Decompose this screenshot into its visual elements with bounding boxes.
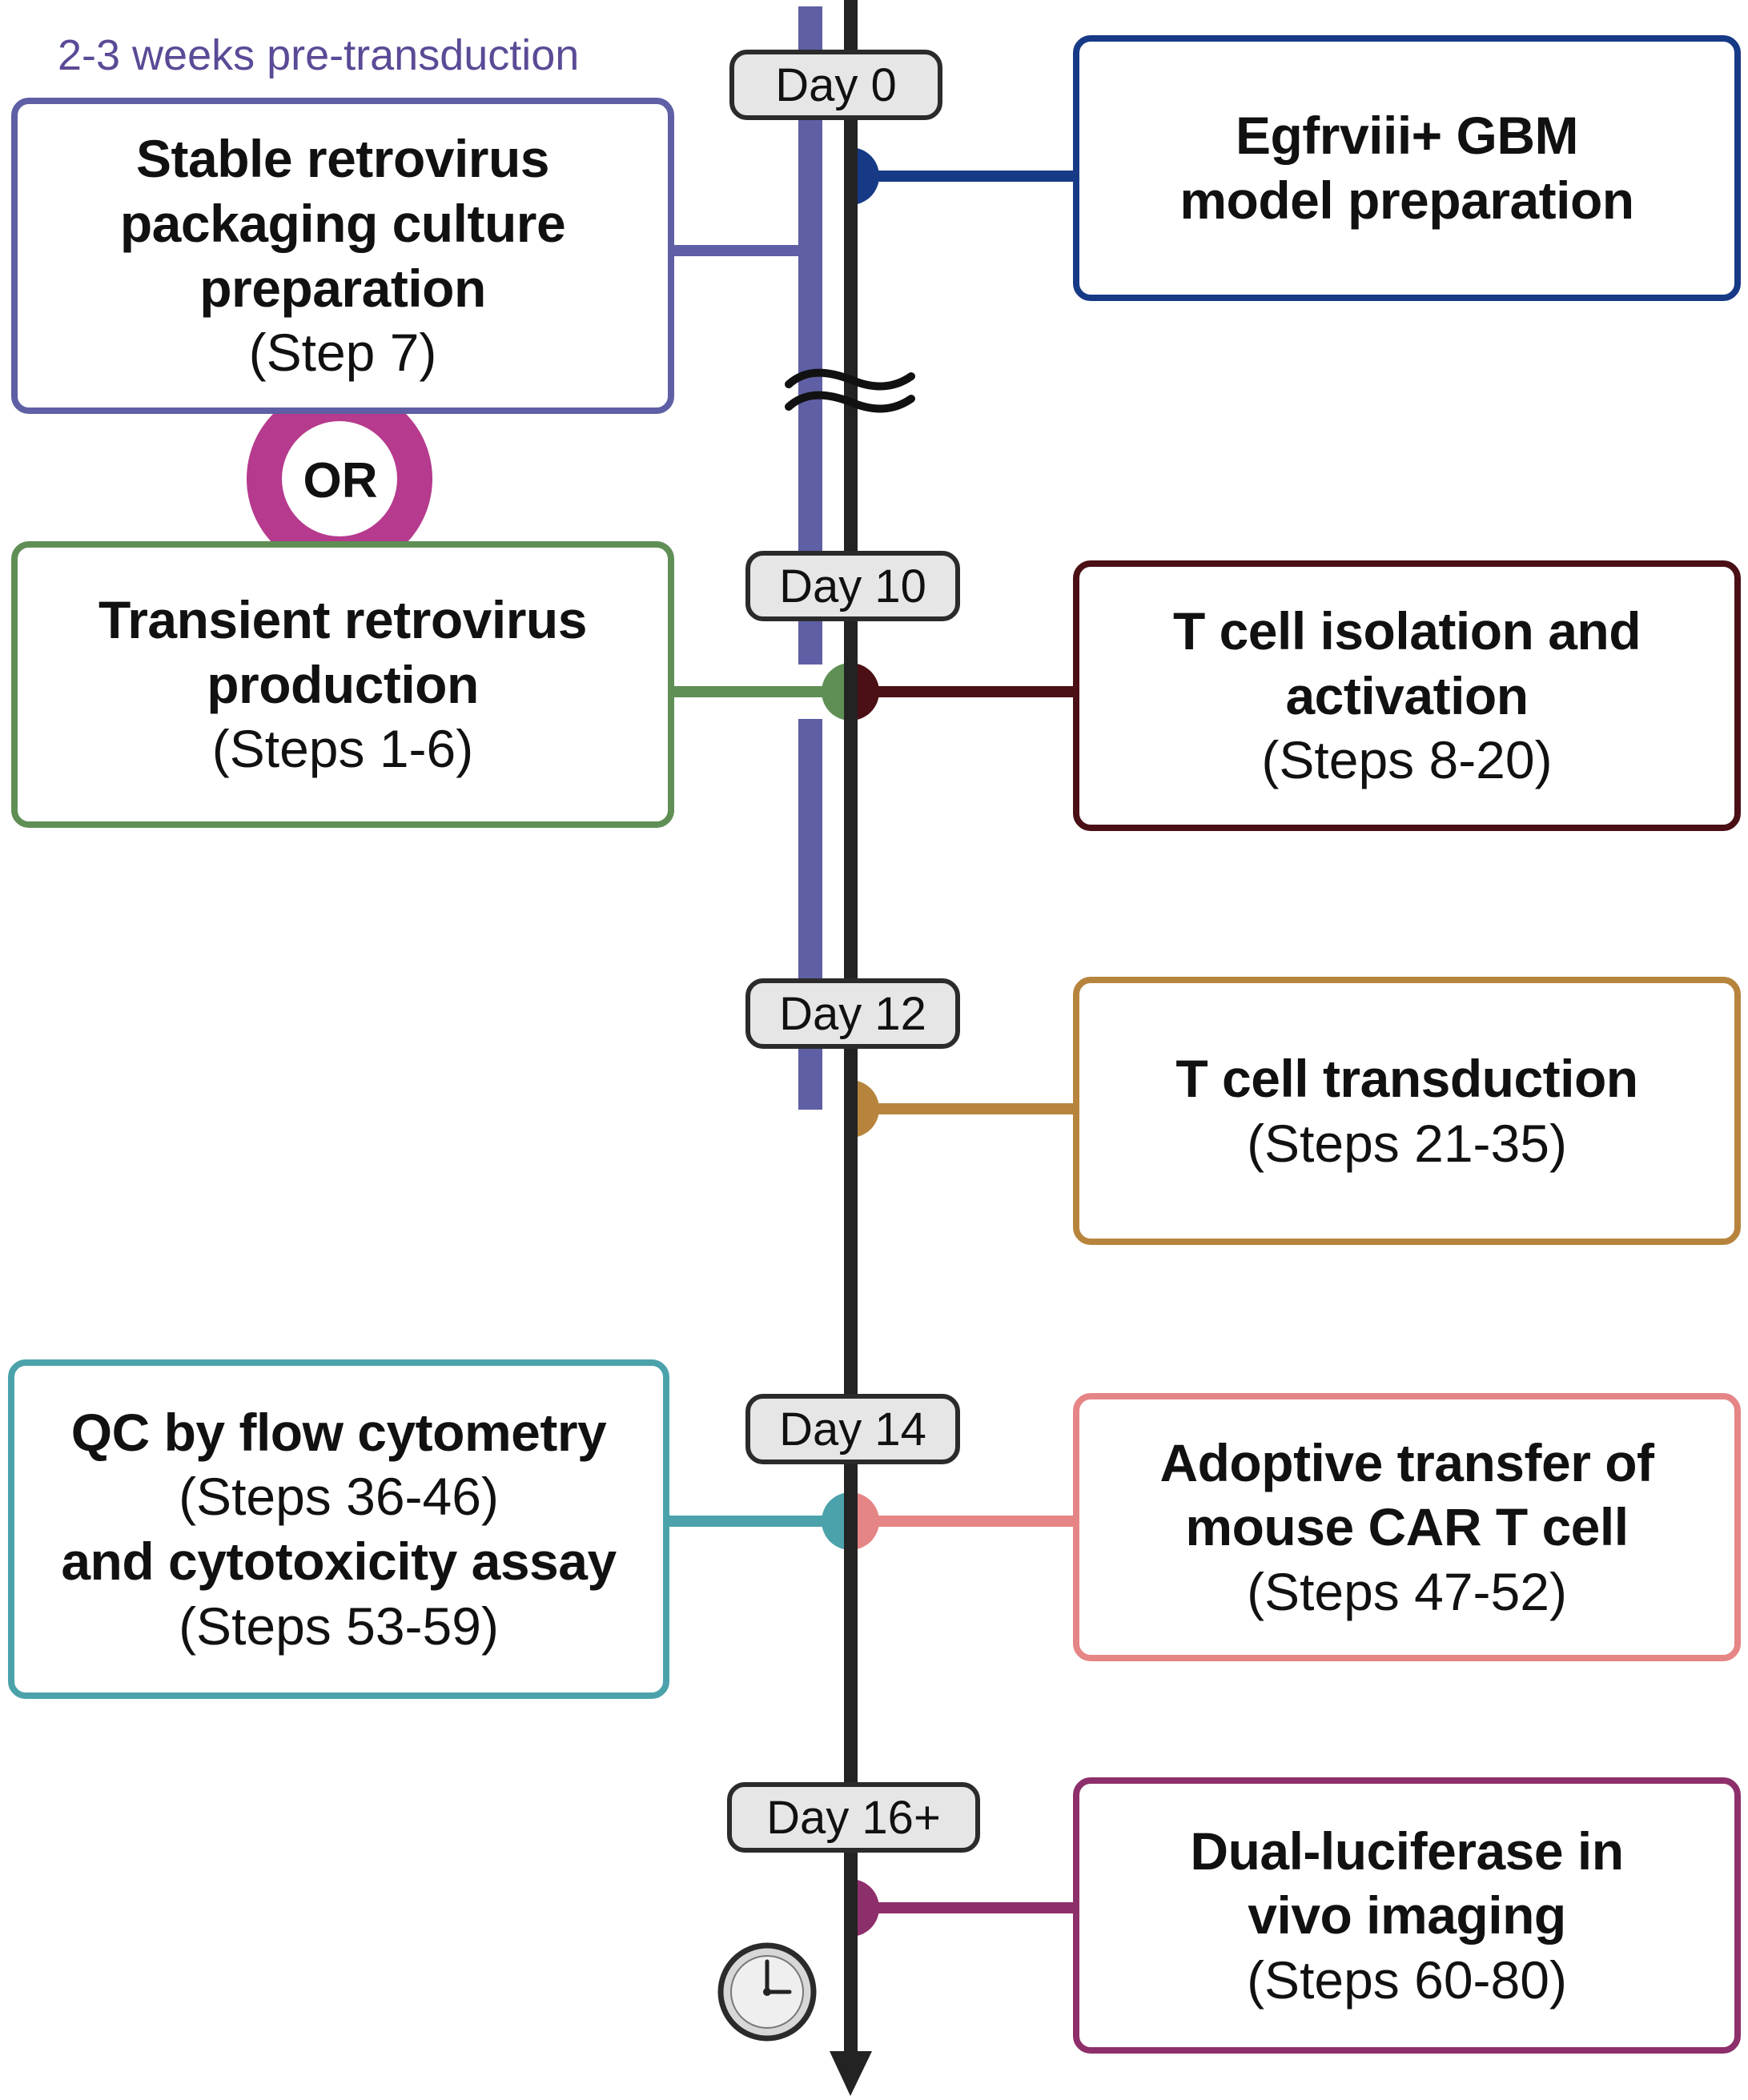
- transient-line2: production: [207, 654, 479, 714]
- egfr-line1: Egfrviii+ GBM: [1235, 106, 1579, 166]
- tcell-isolation-line1: T cell isolation and: [1172, 601, 1642, 661]
- stable-line1: Stable retrovirus: [135, 129, 550, 189]
- egfr-line2: model preparation: [1179, 171, 1634, 230]
- day-14-tag: Day 14: [745, 1394, 960, 1464]
- stable-culture-bar-lower: [798, 719, 822, 1110]
- adoptive-line1: Adoptive transfer of: [1159, 1432, 1654, 1492]
- transient-line1: Transient retrovirus: [98, 590, 587, 650]
- stable-line2: packaging culture: [119, 193, 566, 253]
- day-0-tag: Day 0: [729, 50, 942, 120]
- qc-line1: QC by flow cytometry: [70, 1402, 607, 1462]
- tcell-transduction-box: T cell transduction (Steps 21-35): [1073, 977, 1741, 1245]
- adoptive-transfer-box: Adoptive transfer of mouse CAR T cell (S…: [1073, 1393, 1741, 1661]
- imaging-step: (Steps 60-80): [1247, 1949, 1567, 2010]
- egfr-gbm-box: Egfrviii+ GBM model preparation: [1073, 35, 1741, 301]
- tcell-isolation-line2: activation: [1285, 665, 1529, 725]
- tcell-isolation-step: (Steps 8-20): [1261, 730, 1553, 790]
- timeline-arrowhead: [830, 2051, 872, 2096]
- transduction-line1: T cell transduction: [1175, 1048, 1638, 1108]
- imaging-line2: vivo imaging: [1248, 1885, 1566, 1945]
- day-10-tag: Day 10: [745, 551, 960, 621]
- stable-packaging-box: Stable retrovirus packaging culture prep…: [11, 98, 674, 414]
- dual-luciferase-box: Dual-luciferase in vivo imaging (Steps 6…: [1073, 1777, 1741, 2054]
- qc-marker: [822, 1492, 850, 1550]
- imaging-line1: Dual-luciferase in: [1190, 1821, 1624, 1881]
- day-16-tag: Day 16+: [727, 1782, 980, 1853]
- adoptive-step: (Steps 47-52): [1247, 1561, 1567, 1621]
- transient-marker: [822, 663, 850, 721]
- timeline-break-2: [785, 391, 915, 413]
- day-12-tag: Day 12: [745, 978, 960, 1049]
- adoptive-line2: mouse CAR T cell: [1185, 1497, 1629, 1557]
- stable-line3: preparation: [199, 258, 486, 318]
- qc-line2: and cytotoxicity assay: [61, 1532, 617, 1591]
- timeline-break: [785, 368, 915, 391]
- transient-production-box: Transient retrovirus production (Steps 1…: [11, 541, 674, 828]
- transduction-step: (Steps 21-35): [1247, 1113, 1567, 1173]
- or-label: OR: [303, 452, 378, 508]
- tcell-isolation-box: T cell isolation and activation (Steps 8…: [1073, 560, 1741, 831]
- qc-step2: (Steps 53-59): [179, 1596, 499, 1656]
- qc-cytotoxicity-box: QC by flow cytometry (Steps 36-46) and c…: [8, 1359, 669, 1699]
- pre-transduction-label: 2-3 weeks pre-transduction: [58, 31, 580, 79]
- or-ring-center: [282, 421, 397, 536]
- transient-step: (Steps 1-6): [211, 719, 474, 779]
- qc-step1: (Steps 36-46): [179, 1467, 499, 1527]
- stable-step: (Step 7): [248, 323, 437, 383]
- clock-icon: [717, 1942, 817, 2042]
